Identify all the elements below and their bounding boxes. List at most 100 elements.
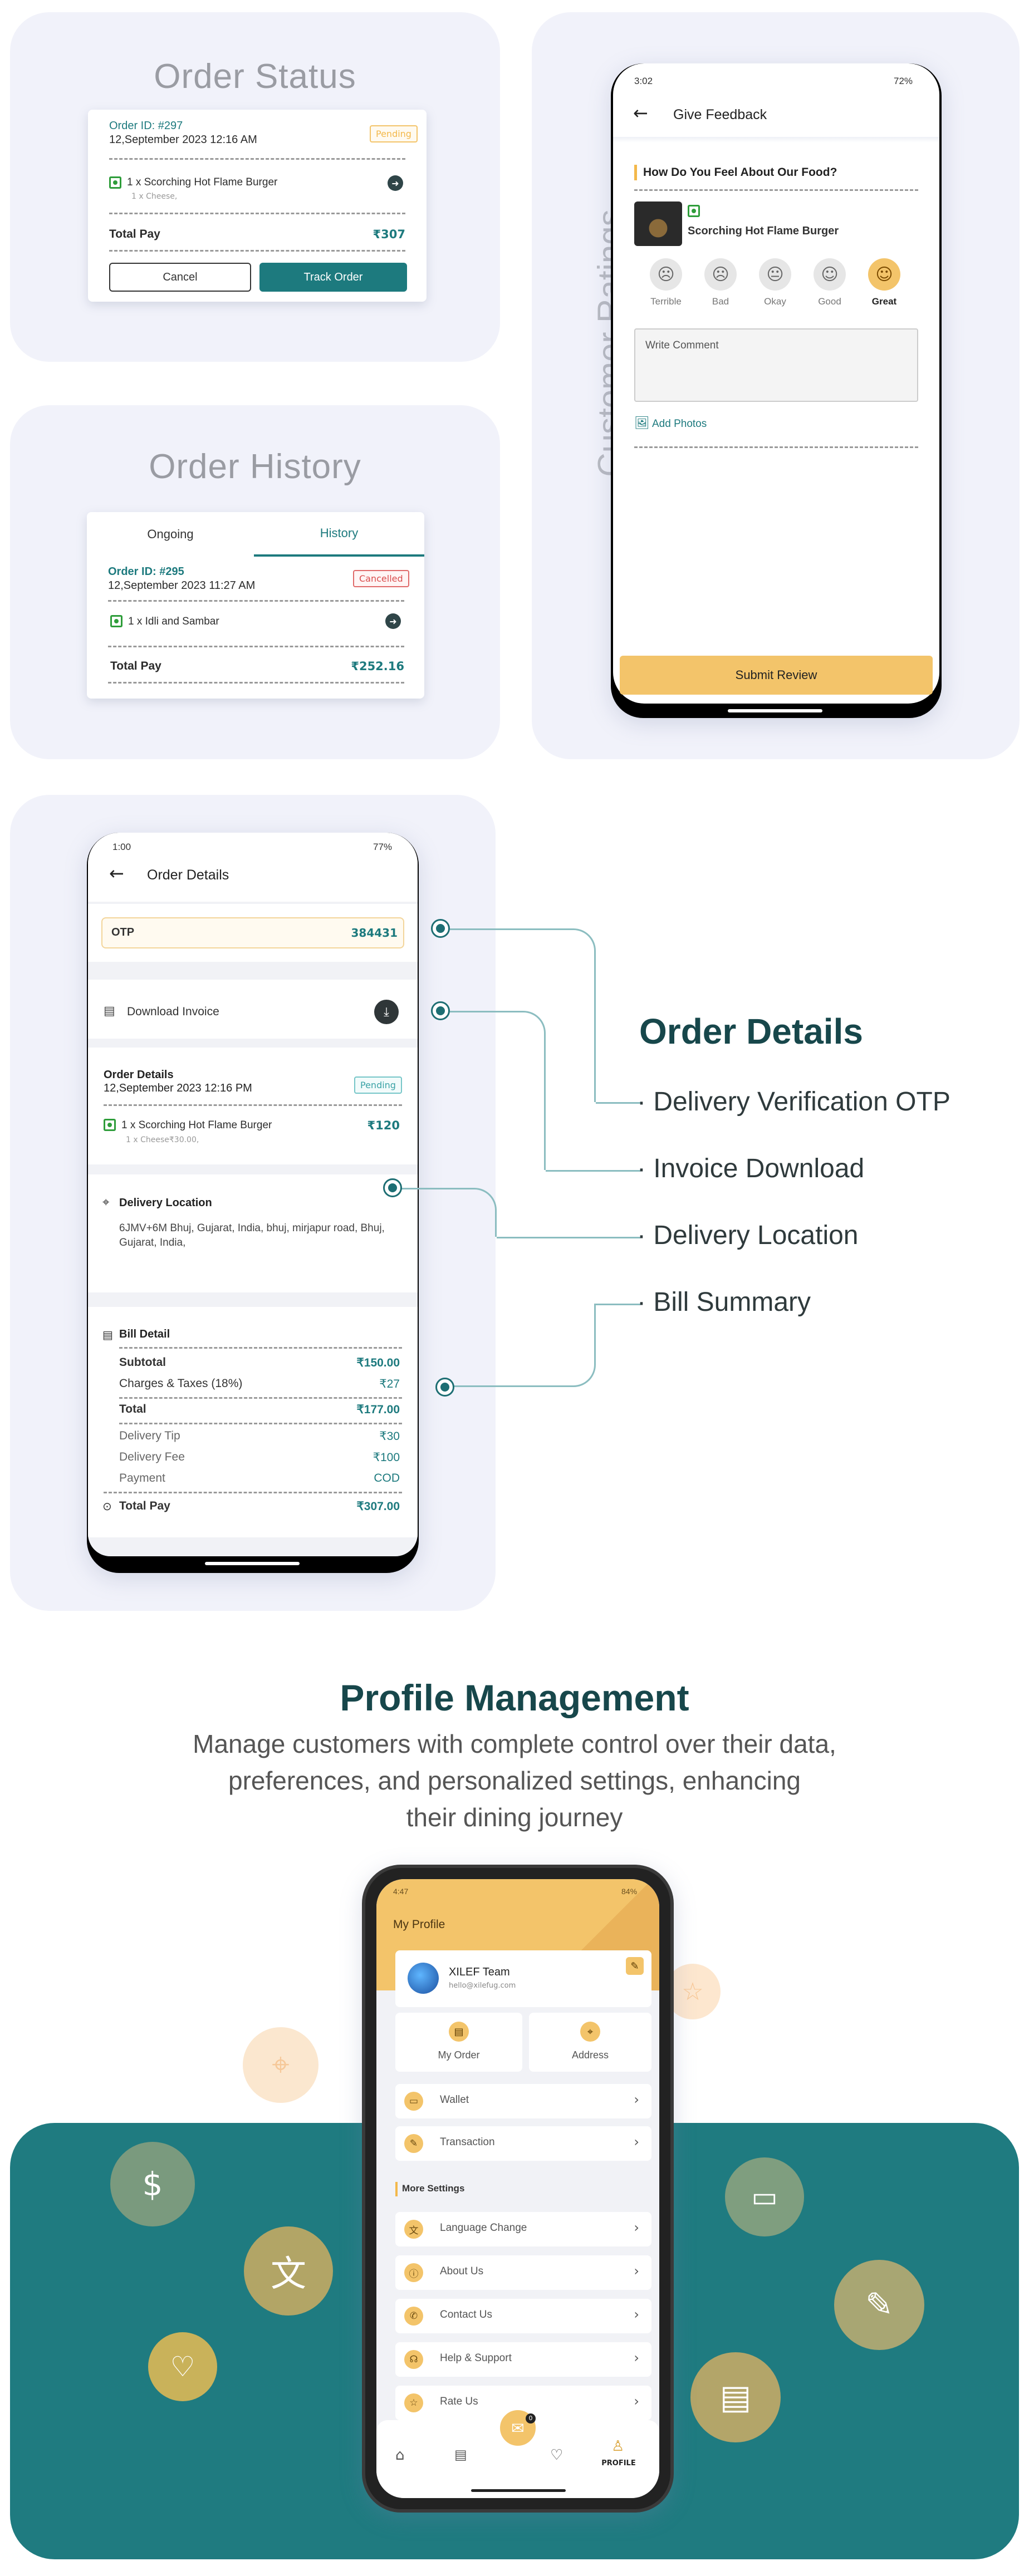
comment-placeholder: Write Comment	[645, 340, 719, 351]
transaction-label: Transaction	[440, 2136, 495, 2148]
header-title: My Profile	[393, 1918, 445, 1931]
arrow-right-icon[interactable]: ➜	[388, 175, 403, 191]
wallet-icon: ▭	[404, 2092, 423, 2111]
feature-invoice: · Invoice Download	[637, 1154, 865, 1183]
order-status-card: Order ID: #297 12,September 2023 12:16 A…	[88, 110, 427, 302]
great-face-icon[interactable]: ☺	[868, 258, 900, 291]
cancel-button[interactable]: Cancel	[109, 263, 251, 292]
bill-charges-label: Charges & Taxes (18%)	[119, 1377, 243, 1390]
download-invoice-label[interactable]: Download Invoice	[127, 1005, 219, 1018]
customer-ratings-panel: Customer Ratings 3:02 72% ← Give Feedbac…	[532, 12, 1020, 759]
bill-charges-value: ₹27	[379, 1378, 400, 1390]
chevron-right-icon: ›	[634, 2134, 639, 2150]
feature-bill: · Bill Summary	[637, 1287, 811, 1317]
edit-icon[interactable]: ✎	[626, 1957, 644, 1975]
cart-fab[interactable]: ✉	[497, 2407, 539, 2449]
contact-us-item[interactable]: ✆ Contact Us ›	[395, 2299, 651, 2333]
invoice-section[interactable]	[88, 980, 418, 1039]
home-indicator	[205, 1562, 300, 1565]
callout-dot-otp	[431, 919, 450, 938]
help-support-item[interactable]: ☊ Help & Support ›	[395, 2342, 651, 2377]
bad-face-icon[interactable]: ☹	[704, 258, 737, 291]
order-id: Order ID: #295	[108, 566, 184, 578]
otp-box: OTP 384431	[101, 917, 404, 948]
tab-ongoing[interactable]: Ongoing	[147, 527, 194, 541]
status-time: 3:02	[634, 76, 653, 86]
transaction-item[interactable]: ✎ Transaction ›	[395, 2126, 651, 2161]
chevron-right-icon: ›	[634, 2350, 639, 2366]
item-price: ₹120	[367, 1119, 400, 1132]
order-section	[88, 1048, 418, 1164]
avatar	[408, 1963, 439, 1994]
language-change-item[interactable]: 文 Language Change ›	[395, 2212, 651, 2246]
divider	[119, 1347, 402, 1349]
download-icon[interactable]: ⤓	[374, 1000, 399, 1024]
terrible-label: Terrible	[650, 296, 682, 307]
tab-history[interactable]: History	[254, 512, 424, 557]
delivery-address: 6JMV+6M Bhuj, Gujarat, India, bhuj, mirj…	[119, 1222, 385, 1248]
bill-payment-label: Payment	[119, 1472, 165, 1484]
orders-icon[interactable]: ▤	[454, 2447, 467, 2462]
add-photos-link[interactable]: Add Photos	[652, 418, 707, 430]
location-section	[88, 1174, 418, 1292]
order-date: 12,September 2023 11:27 AM	[108, 579, 256, 592]
chevron-right-icon: ›	[634, 2263, 639, 2279]
address-tile[interactable]: ⌖ Address	[529, 2013, 651, 2072]
order-status-title: Order Status	[154, 57, 356, 96]
good-face-icon[interactable]: ☺	[814, 258, 846, 291]
header-title: Order Details	[147, 867, 229, 883]
callout-dot-invoice	[431, 1001, 450, 1020]
track-order-button[interactable]: Track Order	[259, 263, 407, 292]
order-history-card: Ongoing History Order ID: #295 12,Septem…	[87, 512, 424, 699]
help-support-label: Help & Support	[440, 2352, 512, 2364]
rupee-icon: ⊙	[102, 1500, 112, 1513]
wallet-item[interactable]: ▭ Wallet ›	[395, 2084, 651, 2118]
more-settings-bar	[395, 2182, 398, 2196]
bill-subtotal-value: ₹150.00	[356, 1356, 400, 1369]
about-us-item[interactable]: ⓘ About Us ›	[395, 2255, 651, 2290]
home-icon[interactable]: ⌂	[395, 2447, 405, 2464]
nav-profile-label[interactable]: PROFILE	[601, 2459, 636, 2467]
back-arrow-icon[interactable]: ←	[109, 863, 124, 884]
okay-face-icon[interactable]: 😐	[759, 258, 791, 291]
terrible-face-icon[interactable]: ☹	[650, 258, 682, 291]
profile-subtitle-2: preferences, and personalized settings, …	[228, 1766, 801, 1795]
status-badge: Pending	[370, 125, 418, 142]
address-pin-icon: ⌖	[580, 2022, 600, 2042]
header-shadow	[613, 137, 939, 142]
order-date: 12,September 2023 12:16 PM	[104, 1082, 252, 1094]
profile-icon[interactable]: ♙	[611, 2438, 625, 2455]
transaction-icon: ✎	[404, 2134, 423, 2153]
back-arrow-icon[interactable]: ←	[633, 102, 648, 124]
food-name: Scorching Hot Flame Burger	[688, 225, 839, 237]
callout-line-otp-end	[596, 1102, 640, 1104]
arrow-right-icon[interactable]: ➜	[385, 613, 401, 629]
submit-review-button[interactable]: Submit Review	[620, 656, 933, 695]
divider	[634, 189, 918, 191]
status-badge: Cancelled	[353, 570, 409, 587]
otp-value: 384431	[351, 926, 398, 940]
bad-label: Bad	[712, 296, 729, 307]
total-value: ₹307	[373, 228, 405, 241]
divider	[109, 250, 405, 252]
comment-textarea[interactable]: Write Comment	[634, 328, 918, 402]
chevron-right-icon: ›	[634, 2393, 639, 2409]
order-icon: ▤	[449, 2022, 469, 2042]
bill-tip-value: ₹30	[379, 1430, 400, 1443]
status-battery: 77%	[373, 842, 393, 852]
bill-section	[88, 1307, 418, 1537]
my-order-tile[interactable]: ▤ My Order	[395, 2013, 522, 2072]
location-title: Delivery Location	[119, 1197, 212, 1209]
total-label: Total Pay	[110, 660, 161, 672]
divider	[108, 682, 404, 684]
headset-icon: ☊	[404, 2350, 423, 2369]
feature-otp: · Delivery Verification OTP	[637, 1087, 950, 1117]
rate-us-label: Rate Us	[440, 2396, 478, 2407]
contact-us-label: Contact Us	[440, 2309, 492, 2321]
favorites-icon[interactable]: ♡	[550, 2447, 564, 2464]
divider	[108, 646, 404, 647]
feature-location: · Delivery Location	[637, 1221, 859, 1250]
image-icon[interactable]: 🖼	[634, 416, 650, 430]
language-icon: 文	[404, 2220, 423, 2239]
profile-title: Profile Management	[340, 1677, 689, 1718]
